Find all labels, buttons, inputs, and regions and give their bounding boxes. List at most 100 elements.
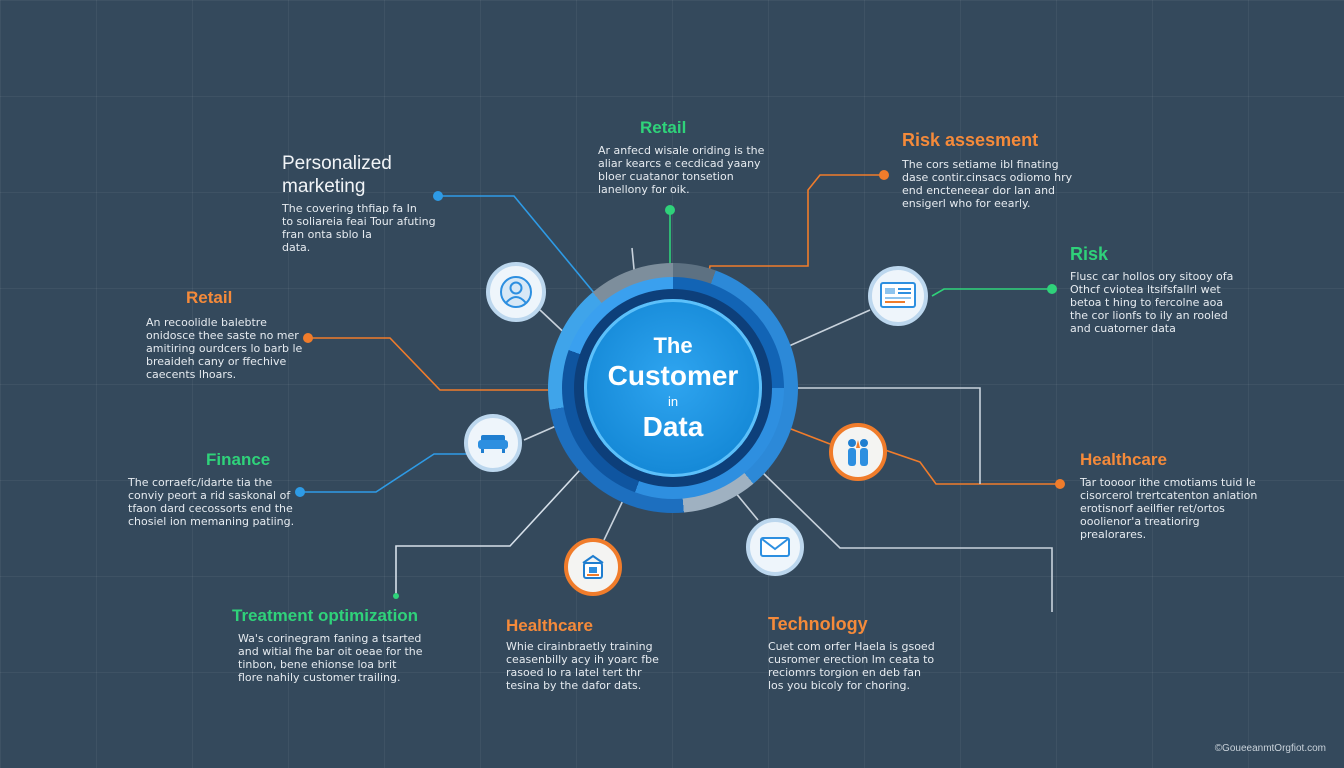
hub-title-line3: in — [667, 394, 679, 409]
desc-line: Cuet com orfer Haela is gsoed — [768, 640, 935, 653]
desc-healthcare-right: Tar toooor ithe cmotiams tuid le cisorce… — [1080, 476, 1257, 541]
desc-retail-top: Ar anfecd wisale oriding is the aliar ke… — [598, 144, 764, 196]
desc-line: caecents lhoars. — [146, 368, 237, 381]
desc-line: Wa's corinegram faning a tsarted — [238, 632, 422, 645]
hub-title-line4: Data — [642, 411, 704, 442]
dot-healthcare-right — [1055, 479, 1065, 489]
dot-retail-top — [665, 205, 675, 215]
desc-line: cisorcerol trertcatenton anlation — [1080, 489, 1258, 502]
desc-healthcare-bottom: Whie cirainbraetly training ceasenbilly … — [506, 640, 659, 692]
team-icon-glyph — [848, 439, 868, 466]
desc-retail-left: An recoolidle balebtre onidosce thee sas… — [146, 316, 302, 381]
dot-retail-left — [303, 333, 313, 343]
dot-risk-assessment — [879, 170, 889, 180]
label-finance: Finance — [206, 450, 271, 469]
connector-personalized — [438, 195, 601, 301]
dot-treatment — [393, 593, 399, 599]
label-personalized-marketing: Personalized marketing — [282, 152, 392, 198]
dot-risk — [1047, 284, 1057, 294]
desc-line: tinbon, bene ehionse loa brit — [238, 658, 397, 671]
spoke-dashboard — [779, 309, 871, 351]
desc-line: data. — [282, 241, 311, 254]
label-healthcare-right: Healthcare — [1080, 450, 1167, 469]
desc-line: aliar kearcs e cecdicad yaany — [598, 157, 761, 170]
sofa-icon-glyph — [478, 435, 508, 453]
label-retail-left: Retail — [186, 288, 233, 307]
desc-line: lanellony for oik. — [598, 183, 690, 196]
spoke-sofa — [523, 425, 557, 441]
central-hub: The Customer in Data — [548, 263, 798, 513]
desc-line: fran onta sblo Ia — [282, 228, 372, 241]
desc-line: chosiel ion memaning patiing. — [128, 515, 295, 528]
desc-line: end encteneear dor lan and — [902, 184, 1056, 197]
desc-line: dase contir.cinsacs odiomo hry — [902, 171, 1073, 184]
desc-line: Flusc car hollos ory sitooy ofa — [1070, 270, 1234, 283]
mail-icon — [746, 518, 804, 576]
desc-risk: Flusc car hollos ory sitooy ofa Othcf cv… — [1070, 270, 1233, 335]
desc-line: The covering thfiap fa In — [282, 202, 417, 215]
connector-technology — [761, 471, 1053, 612]
desc-line: rasoed lo ra latel tert thr — [506, 666, 642, 679]
desc-line: Tar toooor ithe cmotiams tuid le — [1080, 476, 1256, 489]
desc-line: ceasenbilly acy ih yoarc fbe — [506, 653, 659, 666]
desc-line: Othcf cviotea ltsifsfallrl wet — [1070, 283, 1221, 296]
team-icon — [829, 423, 887, 481]
shop-icon — [564, 538, 622, 596]
desc-line: betoa t hing to fercolne aoa — [1070, 296, 1224, 309]
sofa-icon — [464, 414, 522, 472]
desc-personalized-marketing: The covering thfiap fa In to soliareia f… — [282, 202, 436, 254]
connector-grid-right — [790, 387, 981, 484]
desc-line: reciomrs torgion en deb fan — [768, 666, 922, 679]
connector-healthcare-right — [884, 449, 1060, 485]
hub-title-line1: The — [653, 333, 693, 358]
desc-line: los you bicoly for choring. — [768, 679, 911, 692]
connector-risk — [931, 288, 1052, 297]
desc-line: tesina by the dafor dats. — [506, 679, 642, 692]
desc-line: The corraefc/idarte tia the — [128, 476, 273, 489]
mail-icon-glyph — [760, 537, 790, 557]
label-healthcare-bottom: Healthcare — [506, 616, 593, 635]
personalized-title-line2: marketing — [282, 176, 366, 197]
desc-line: An recoolidle balebtre — [146, 316, 267, 329]
desc-finance: The corraefc/idarte tia the conviy peort… — [128, 476, 294, 528]
dot-personalized — [433, 191, 443, 201]
desc-line: prealorares. — [1080, 528, 1147, 541]
desc-line: flore nahily customer trailing. — [238, 671, 401, 684]
desc-line: and witial fhe bar oit oeae for the — [238, 645, 423, 658]
label-retail-top: Retail — [640, 118, 687, 137]
desc-line: conviy peort a rid saskonal of — [128, 489, 291, 502]
desc-line: ensigerl who for eearly. — [902, 197, 1031, 210]
desc-line: Ar anfecd wisale oriding is the — [598, 144, 765, 157]
desc-line: to soliareia feai Tour afuting — [282, 215, 436, 228]
hub-title-line2: Customer — [607, 360, 739, 391]
label-risk: Risk — [1070, 244, 1109, 264]
dashboard-icon-glyph — [880, 282, 916, 308]
connector-treatment — [395, 469, 581, 596]
shop-icon-glyph — [582, 554, 604, 579]
label-technology: Technology — [768, 614, 868, 634]
desc-line: erotisnorf aeilfier ret/ortos — [1080, 502, 1225, 515]
desc-line: amitiring ourdcers lo barb le — [146, 342, 303, 355]
desc-line: bloer cuatanor tonsetion — [598, 170, 734, 183]
dashboard-icon — [868, 266, 928, 326]
person-icon-glyph — [500, 276, 532, 308]
desc-treatment-optimization: Wa's corinegram faning a tsarted and wit… — [238, 632, 423, 684]
personalized-title-line1: Personalized — [282, 153, 392, 174]
desc-line: the cor lionfs to ily an rooled — [1070, 309, 1228, 322]
desc-risk-assessment: The cors setiame ibl finating dase conti… — [902, 158, 1072, 210]
person-icon — [486, 262, 546, 322]
dot-finance — [295, 487, 305, 497]
desc-line: and cuatorner data — [1070, 322, 1176, 335]
desc-line: Whie cirainbraetly training — [506, 640, 653, 653]
desc-line: breaideh cany or ffechive — [146, 355, 287, 368]
connector-retail-left — [308, 337, 570, 391]
label-risk-assessment: Risk assesment — [902, 130, 1039, 150]
desc-line: The cors setiame ibl finating — [902, 158, 1059, 171]
credit-text: ©GoueeanmtOrgfiot.com — [1214, 743, 1326, 754]
desc-line: ooolienor'a treatiorirg — [1080, 515, 1200, 528]
desc-line: tfaon dard cecossorts end the — [128, 502, 293, 515]
desc-technology: Cuet com orfer Haela is gsoed cusromer e… — [768, 640, 935, 692]
label-treatment-optimization: Treatment optimization — [232, 606, 419, 625]
desc-line: cusromer erection lm ceata to — [768, 653, 935, 666]
hub-core: The Customer in Data — [584, 299, 762, 477]
